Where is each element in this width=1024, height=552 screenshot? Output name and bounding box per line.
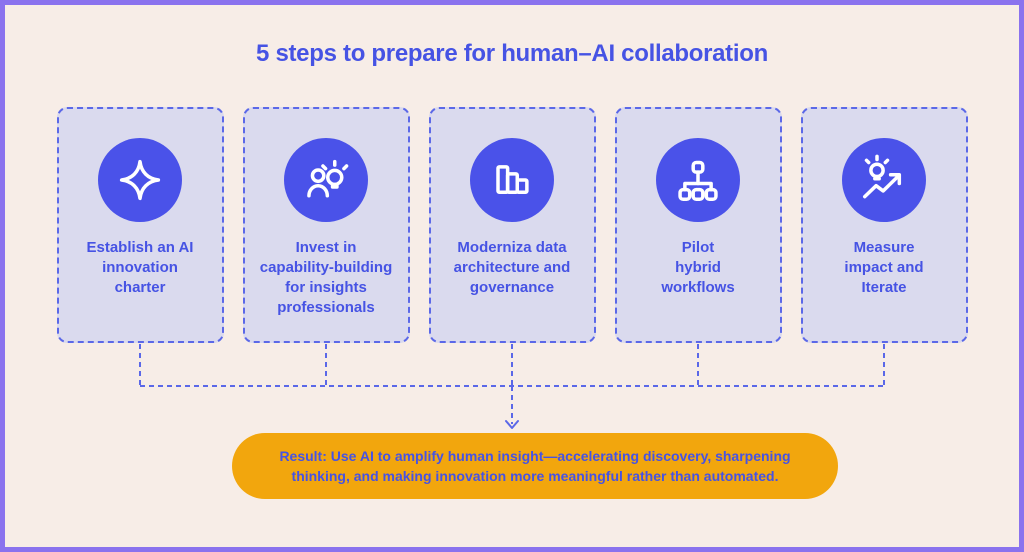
org-chart-icon bbox=[656, 138, 740, 222]
steps-row: Establish an AI innovation charter Inves… bbox=[0, 107, 1024, 343]
sparkle-icon bbox=[98, 138, 182, 222]
step-card-capability-building: Invest in capability-building for insigh… bbox=[242, 107, 410, 343]
step-card-pilot-workflows: Pilot hybrid workflows bbox=[614, 107, 782, 343]
step-label: Invest in capability-building for insigh… bbox=[259, 239, 393, 316]
step-label: Establish an AI innovation charter bbox=[86, 239, 194, 296]
step-label: Moderniza data architecture and governan… bbox=[453, 239, 571, 296]
step-card-measure-iterate: Measure impact and Iterate bbox=[800, 107, 968, 343]
bulb-growth-icon bbox=[842, 138, 926, 222]
result-text: Result: Use AI to amplify human insight—… bbox=[279, 448, 791, 484]
bar-chart-icon bbox=[470, 138, 554, 222]
step-label: Pilot hybrid workflows bbox=[661, 239, 735, 296]
result-banner: Result: Use AI to amplify human insight—… bbox=[232, 433, 838, 499]
step-card-establish-charter: Establish an AI innovation charter bbox=[56, 107, 224, 343]
step-card-modernize-data: Moderniza data architecture and governan… bbox=[428, 107, 596, 343]
step-label: Measure impact and Iterate bbox=[844, 239, 924, 296]
person-idea-icon bbox=[284, 138, 368, 222]
page-title: 5 steps to prepare for human–AI collabor… bbox=[256, 40, 768, 67]
